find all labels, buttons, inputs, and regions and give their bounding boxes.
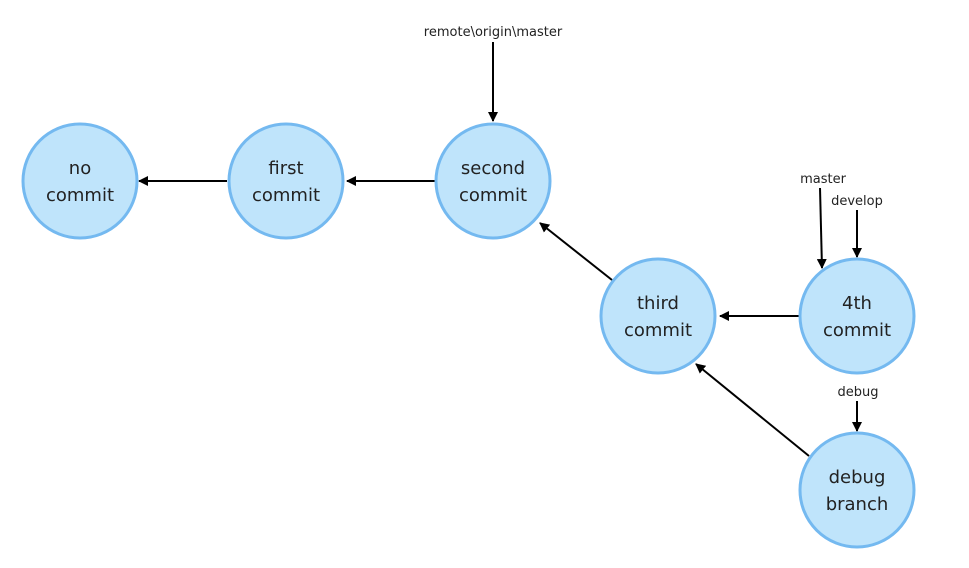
node-circle xyxy=(798,431,916,549)
node-label-line1: 4th xyxy=(842,293,872,314)
node-circle xyxy=(434,122,552,240)
ref-labels: remote\origin\master master develop debu… xyxy=(424,25,883,400)
commit-node-first-commit: first commit xyxy=(227,122,345,240)
commit-node-third-commit: third commit xyxy=(599,257,717,375)
node-label-line1: no xyxy=(69,158,91,179)
node-label-line1: third xyxy=(637,293,679,314)
node-label-line2: commit xyxy=(459,185,527,206)
edge-third-to-second-commit xyxy=(539,222,613,281)
commit-node-fourth-commit: 4th commit xyxy=(798,257,916,375)
node-label-line1: first xyxy=(268,158,303,179)
edge-debug-to-third-commit xyxy=(695,363,810,457)
node-label-line1: debug xyxy=(829,467,886,488)
ref-arrows xyxy=(488,42,862,432)
node-label-line2: commit xyxy=(46,185,114,206)
ref-arrow-master xyxy=(816,187,827,269)
ref-label-master: master xyxy=(800,172,846,187)
node-label-line2: commit xyxy=(624,320,692,341)
node-circle xyxy=(798,257,916,375)
node-circle xyxy=(21,122,139,240)
node-label-line2: commit xyxy=(252,185,320,206)
commit-node-debug-branch: debug branch xyxy=(798,431,916,549)
node-circle xyxy=(227,122,345,240)
node-label-line2: branch xyxy=(826,494,889,515)
commit-node-second-commit: second commit xyxy=(434,122,552,240)
commit-node-no-commit: no commit xyxy=(21,122,139,240)
ref-label-debug: debug xyxy=(838,385,879,400)
node-label-line1: second xyxy=(461,158,525,179)
node-label-line2: commit xyxy=(823,320,891,341)
edges xyxy=(138,176,810,457)
ref-label-remote-origin-master: remote\origin\master xyxy=(424,25,563,40)
ref-label-develop: develop xyxy=(831,194,883,209)
node-circle xyxy=(599,257,717,375)
